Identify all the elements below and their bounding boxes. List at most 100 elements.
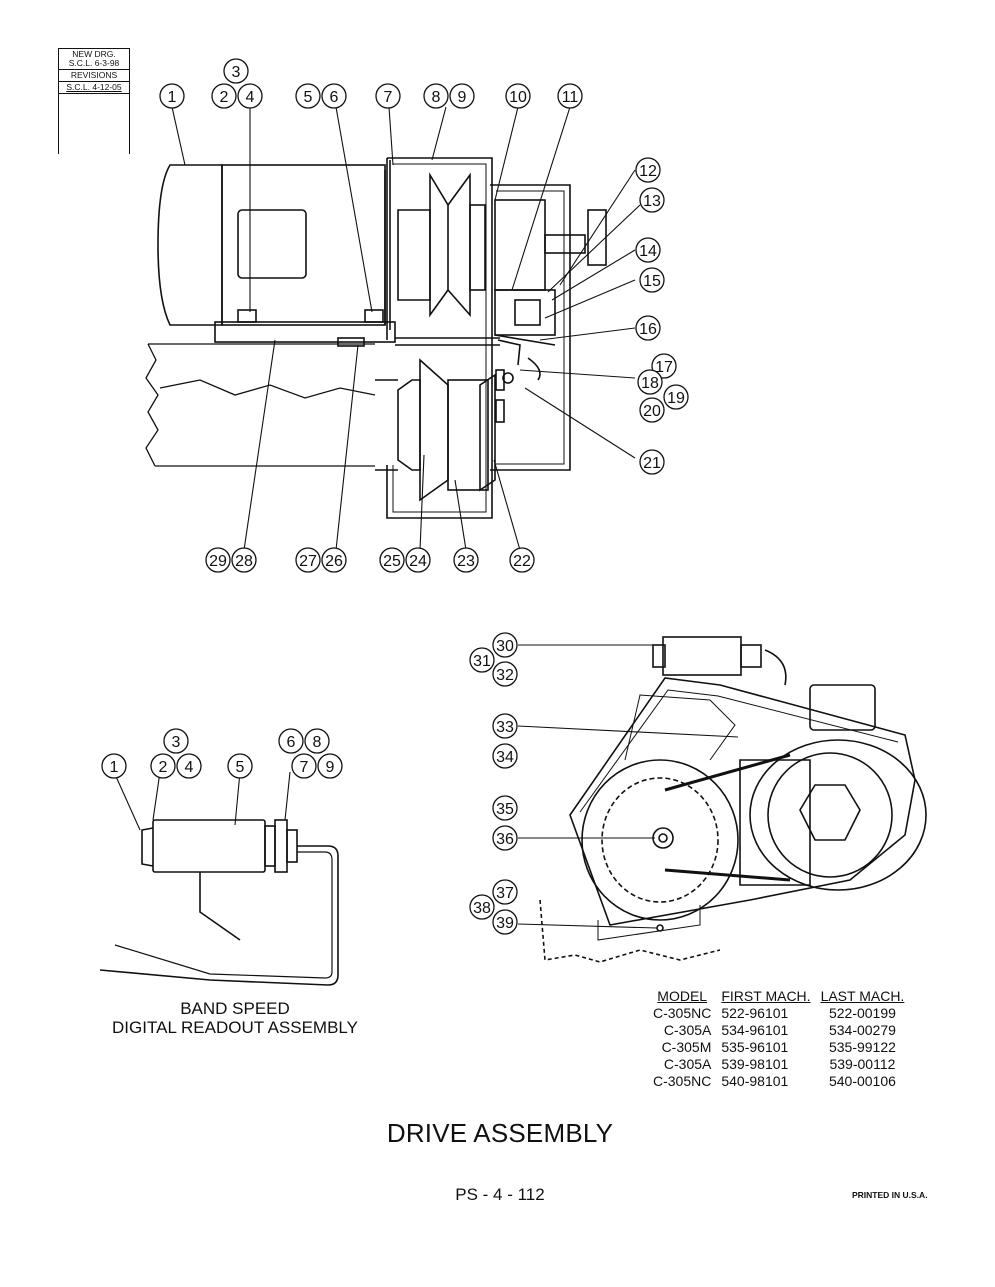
svg-text:4: 4 (246, 89, 255, 106)
callout-27: 27 (295, 547, 321, 573)
rotation-arrow (527, 357, 541, 381)
svg-text:15: 15 (643, 273, 661, 290)
callout-12: 12 (635, 157, 661, 183)
callout-39: 39 (492, 909, 518, 935)
callout-2: 2 (211, 83, 237, 109)
svg-text:7: 7 (300, 759, 309, 776)
svg-text:23: 23 (457, 553, 475, 570)
callout-32: 32 (492, 661, 518, 687)
callout-28: 28 (231, 547, 257, 573)
callout-6: 6 (321, 83, 347, 109)
svg-text:30: 30 (496, 638, 514, 655)
revision-new-drawing: NEW DRG. S.C.L. 6-3-98 (58, 48, 130, 69)
callout-13: 13 (639, 187, 665, 213)
svg-text:12: 12 (639, 163, 657, 180)
svg-text:3: 3 (172, 734, 181, 751)
readout-callout-2: 2 (150, 753, 176, 779)
svg-text:6: 6 (287, 734, 296, 751)
svg-text:19: 19 (667, 390, 685, 407)
printed-notice: PRINTED IN U.S.A. (852, 1190, 928, 1200)
readout-callout-9: 9 (317, 753, 343, 779)
callout-4: 4 (237, 83, 263, 109)
callout-15: 15 (639, 267, 665, 293)
svg-text:32: 32 (496, 667, 514, 684)
motor-plate (214, 309, 396, 347)
svg-text:9: 9 (326, 759, 335, 776)
svg-text:2: 2 (159, 759, 168, 776)
table-row: C-305A 539-98101 539-00112 (663, 1056, 896, 1072)
svg-text:1: 1 (110, 759, 119, 776)
svg-text:24: 24 (409, 553, 427, 570)
callout-10: 10 (505, 83, 531, 109)
callout-14: 14 (635, 237, 661, 263)
svg-text:37: 37 (496, 885, 514, 902)
table-row: C-305A 534-96101 534-00279 (663, 1022, 896, 1038)
svg-text:8: 8 (313, 734, 322, 751)
svg-text:33: 33 (496, 719, 514, 736)
callout-11: 11 (557, 83, 583, 109)
callout-26: 26 (321, 547, 347, 573)
page-title: DRIVE ASSEMBLY (386, 1118, 614, 1148)
callout-30: 30 (492, 632, 518, 658)
svg-text:7: 7 (384, 89, 393, 106)
callout-18: 18 (637, 369, 663, 395)
callout-31: 31 (469, 647, 495, 673)
readout-caption-line2: DIGITAL READOUT ASSEMBLY (112, 1018, 358, 1037)
revision-empty-cell (58, 93, 130, 154)
svg-text:20: 20 (643, 403, 661, 420)
svg-text:27: 27 (299, 553, 317, 570)
machine-frame (145, 343, 376, 467)
isometric-housing (539, 636, 927, 963)
callout-1: 1 (159, 83, 185, 109)
readout-callout-5: 5 (227, 753, 253, 779)
svg-text:3: 3 (232, 64, 241, 81)
callout-33: 33 (492, 713, 518, 739)
svg-text:21: 21 (643, 455, 661, 472)
top-view-leaders (171, 106, 641, 551)
callout-23: 23 (453, 547, 479, 573)
svg-text:17: 17 (655, 359, 673, 376)
svg-text:39: 39 (496, 915, 514, 932)
callout-25: 25 (379, 547, 405, 573)
belt-guard-housing (386, 157, 493, 519)
header-model: MODEL (657, 988, 708, 1004)
readout-caption: BAND SPEED DIGITAL READOUT ASSEMBLY (70, 999, 400, 1037)
callout-36: 36 (492, 825, 518, 851)
revision-entry: S.C.L. 4-12-05 (58, 81, 130, 93)
callout-9: 9 (449, 83, 475, 109)
pulleys (375, 172, 500, 502)
callout-3: 3 (223, 58, 249, 84)
svg-text:25: 25 (383, 553, 401, 570)
svg-text:14: 14 (639, 243, 657, 260)
svg-text:2: 2 (220, 89, 229, 106)
svg-text:29: 29 (209, 553, 227, 570)
callout-21: 21 (639, 449, 665, 475)
table-row: C-305NC 540-98101 540-00106 (653, 1073, 896, 1089)
callout-20: 20 (639, 397, 665, 423)
revisions-label: REVISIONS (58, 69, 130, 81)
callout-37: 37 (492, 879, 518, 905)
svg-text:5: 5 (236, 759, 245, 776)
model-table: MODEL FIRST MACH. LAST MACH. C-305NC 522… (648, 988, 909, 1090)
readout-caption-line1: BAND SPEED (180, 999, 290, 1018)
readout-callout-1: 1 (101, 753, 127, 779)
svg-text:36: 36 (496, 831, 514, 848)
table-row: C-305M 535-96101 535-99122 (661, 1039, 896, 1055)
readout-assembly (99, 771, 339, 986)
svg-text:10: 10 (509, 89, 527, 106)
callout-29: 29 (205, 547, 231, 573)
svg-text:11: 11 (562, 89, 579, 106)
callout-22: 22 (509, 547, 535, 573)
header-first-machine: FIRST MACH. (721, 988, 811, 1004)
svg-text:22: 22 (513, 553, 531, 570)
callout-38: 38 (469, 894, 495, 920)
callout-5: 5 (295, 83, 321, 109)
svg-text:13: 13 (643, 193, 661, 210)
model-table-header: MODEL FIRST MACH. LAST MACH. (648, 988, 909, 1005)
svg-text:35: 35 (496, 801, 514, 818)
callout-35: 35 (492, 795, 518, 821)
callout-7: 7 (375, 83, 401, 109)
svg-text:1: 1 (168, 89, 177, 106)
callout-17: 17 (651, 353, 677, 379)
